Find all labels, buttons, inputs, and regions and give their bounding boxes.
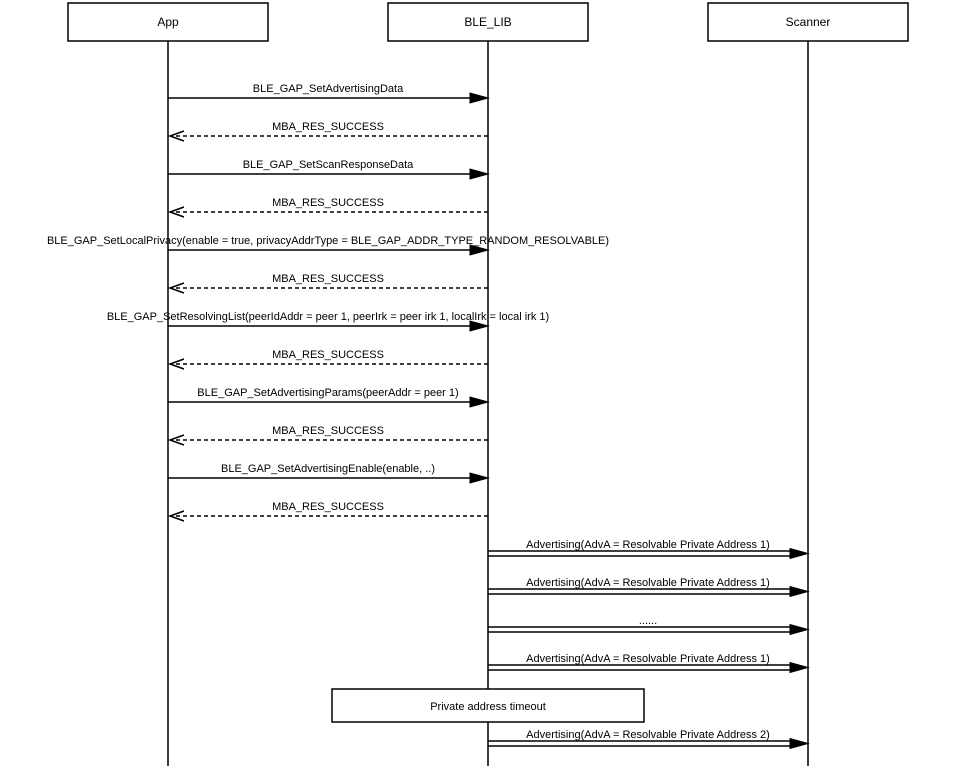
message-label: MBA_RES_SUCCESS [272, 273, 384, 285]
actor-scanner: Scanner [707, 2, 909, 42]
message-advertising-rpa1-b: Advertising(AdvA = Resolvable Private Ad… [488, 577, 810, 598]
message-label: MBA_RES_SUCCESS [272, 349, 384, 361]
message-advertising-rpa1-c: Advertising(AdvA = Resolvable Private Ad… [488, 653, 810, 674]
message-return-success-3: MBA_RES_SUCCESS [167, 273, 488, 294]
message-advertising-ellipsis: ...... [488, 615, 810, 636]
message-label: ...... [639, 615, 657, 627]
actor-ble-lib-label: BLE_LIB [464, 15, 511, 29]
message-label: MBA_RES_SUCCESS [272, 501, 384, 513]
message-set-advertising-enable: BLE_GAP_SetAdvertisingEnable(enable, ..) [168, 463, 490, 484]
message-label: BLE_GAP_SetResolvingList(peerIdAddr = pe… [107, 311, 549, 323]
message-label: BLE_GAP_SetLocalPrivacy(enable = true, p… [47, 235, 609, 247]
message-return-success-2: MBA_RES_SUCCESS [167, 197, 488, 218]
message-label: Advertising(AdvA = Resolvable Private Ad… [526, 653, 770, 665]
message-set-resolving-list: BLE_GAP_SetResolvingList(peerIdAddr = pe… [107, 311, 549, 332]
message-set-local-privacy: BLE_GAP_SetLocalPrivacy(enable = true, p… [47, 235, 609, 256]
message-label: Advertising(AdvA = Resolvable Private Ad… [526, 729, 770, 741]
message-label: MBA_RES_SUCCESS [272, 197, 384, 209]
message-return-success-4: MBA_RES_SUCCESS [167, 349, 488, 370]
actor-app-label: App [157, 15, 179, 29]
actor-scanner-label: Scanner [786, 15, 831, 29]
message-label: BLE_GAP_SetScanResponseData [243, 159, 414, 171]
actor-app: App [67, 2, 269, 42]
note-private-address-timeout: Private address timeout [331, 688, 645, 723]
message-label: MBA_RES_SUCCESS [272, 425, 384, 437]
message-label: Advertising(AdvA = Resolvable Private Ad… [526, 577, 770, 589]
message-advertising-rpa2: Advertising(AdvA = Resolvable Private Ad… [488, 729, 810, 750]
message-return-success-5: MBA_RES_SUCCESS [167, 425, 488, 446]
message-label: BLE_GAP_SetAdvertisingData [253, 83, 404, 95]
message-label: BLE_GAP_SetAdvertisingEnable(enable, ..) [221, 463, 435, 475]
message-label: Advertising(AdvA = Resolvable Private Ad… [526, 539, 770, 551]
actor-ble-lib: BLE_LIB [387, 2, 589, 42]
message-label: MBA_RES_SUCCESS [272, 121, 384, 133]
message-return-success-6: MBA_RES_SUCCESS [167, 501, 488, 522]
message-set-advertising-params: BLE_GAP_SetAdvertisingParams(peerAddr = … [168, 387, 490, 408]
message-return-success-1: MBA_RES_SUCCESS [167, 121, 488, 142]
message-set-scan-response-data: BLE_GAP_SetScanResponseData [168, 159, 490, 180]
message-advertising-rpa1-a: Advertising(AdvA = Resolvable Private Ad… [488, 539, 810, 560]
message-set-advertising-data: BLE_GAP_SetAdvertisingData [168, 83, 490, 104]
note-label: Private address timeout [430, 701, 546, 713]
message-label: BLE_GAP_SetAdvertisingParams(peerAddr = … [197, 387, 458, 399]
